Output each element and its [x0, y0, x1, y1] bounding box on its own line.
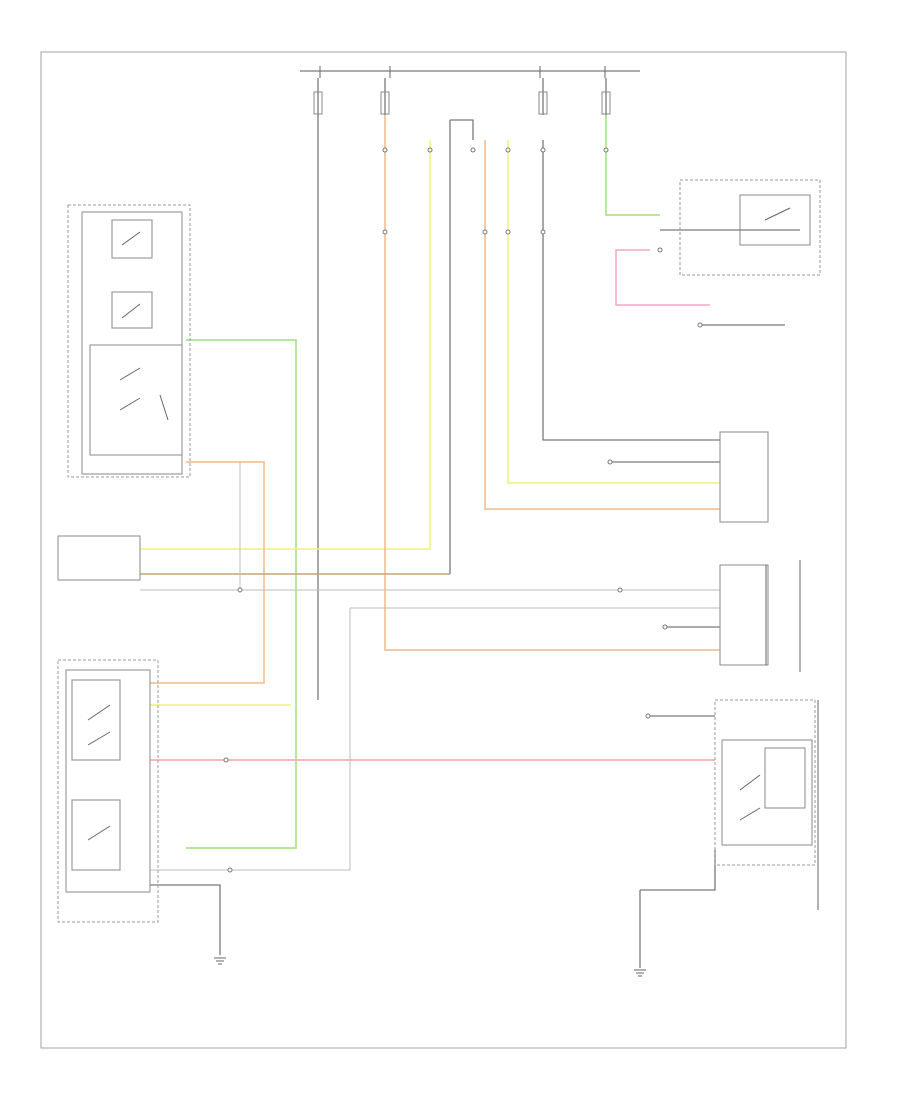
orange-wires [140, 115, 720, 684]
black-wires [140, 119, 800, 968]
green-wires [186, 115, 660, 849]
diagram-frame [40, 51, 847, 1049]
front-door-lock-actuator [714, 699, 819, 910]
connector-markers [223, 147, 703, 873]
svg-text:.: . [300, 63, 301, 68]
rear-combination-switch [57, 535, 141, 581]
yellow-wires [140, 140, 720, 706]
red-wires [150, 249, 715, 761]
fuse-drops [313, 78, 611, 700]
front-combination-switch [57, 659, 159, 923]
ground-symbols [214, 957, 646, 977]
power-door-lock-module [719, 431, 801, 672]
instrument-cluster [679, 179, 821, 276]
multifunction-switch [67, 204, 191, 478]
fuse-rail: . [300, 63, 640, 78]
